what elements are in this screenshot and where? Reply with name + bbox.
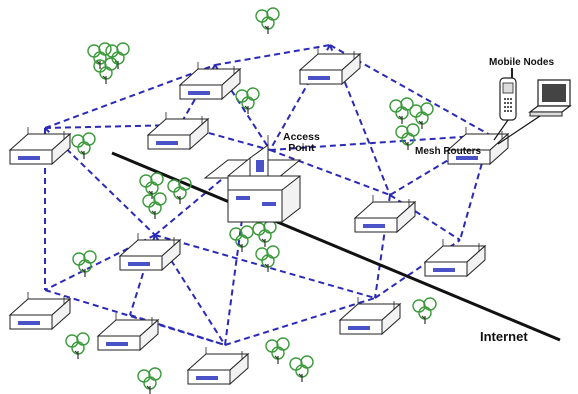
- mesh-router-icon: [339, 296, 401, 335]
- tree-icon: [142, 192, 167, 220]
- tree-icon: [137, 367, 162, 394]
- tree-icon: [65, 332, 90, 360]
- tree-icon: [289, 355, 314, 383]
- mesh-router-icon: [187, 346, 249, 385]
- access-point-label: Access Point: [283, 131, 320, 155]
- tree-icon: [252, 220, 277, 248]
- mesh-router-icon: [97, 312, 159, 351]
- mesh-routers-label: Mesh Routers: [415, 146, 482, 157]
- mesh-router-icon: [424, 238, 486, 277]
- mobile-phone-icon: [499, 68, 517, 121]
- mesh-router-icon: [9, 126, 71, 165]
- internet-boundary-line: [111, 151, 561, 342]
- tree-icon: [265, 337, 290, 365]
- mesh-router-icon: [147, 111, 209, 150]
- tree-icon: [167, 177, 192, 205]
- tree-icon: [72, 250, 97, 278]
- mesh-router-icon: [9, 291, 71, 330]
- tree-icon: [412, 297, 437, 325]
- mesh-router-icon: [354, 194, 416, 233]
- internet-label: Internet: [480, 329, 528, 344]
- tree-icon: [255, 7, 280, 35]
- tree-icon: [71, 132, 96, 160]
- laptop-icon: [528, 79, 572, 117]
- access-point-label-line2: Point: [288, 142, 315, 155]
- access-point-label-line1: Access: [283, 131, 320, 143]
- tree-icon: [229, 225, 254, 253]
- tree-icon: [235, 87, 260, 115]
- access-point-building-icon: [203, 135, 302, 224]
- tree-icon: [409, 102, 434, 130]
- mesh-router-icon: [299, 46, 361, 85]
- mobile-nodes-label: Mobile Nodes: [489, 57, 555, 68]
- tree-icon: [255, 245, 280, 273]
- mobile-node-links: [493, 115, 541, 145]
- mesh-router-icon: [119, 232, 181, 271]
